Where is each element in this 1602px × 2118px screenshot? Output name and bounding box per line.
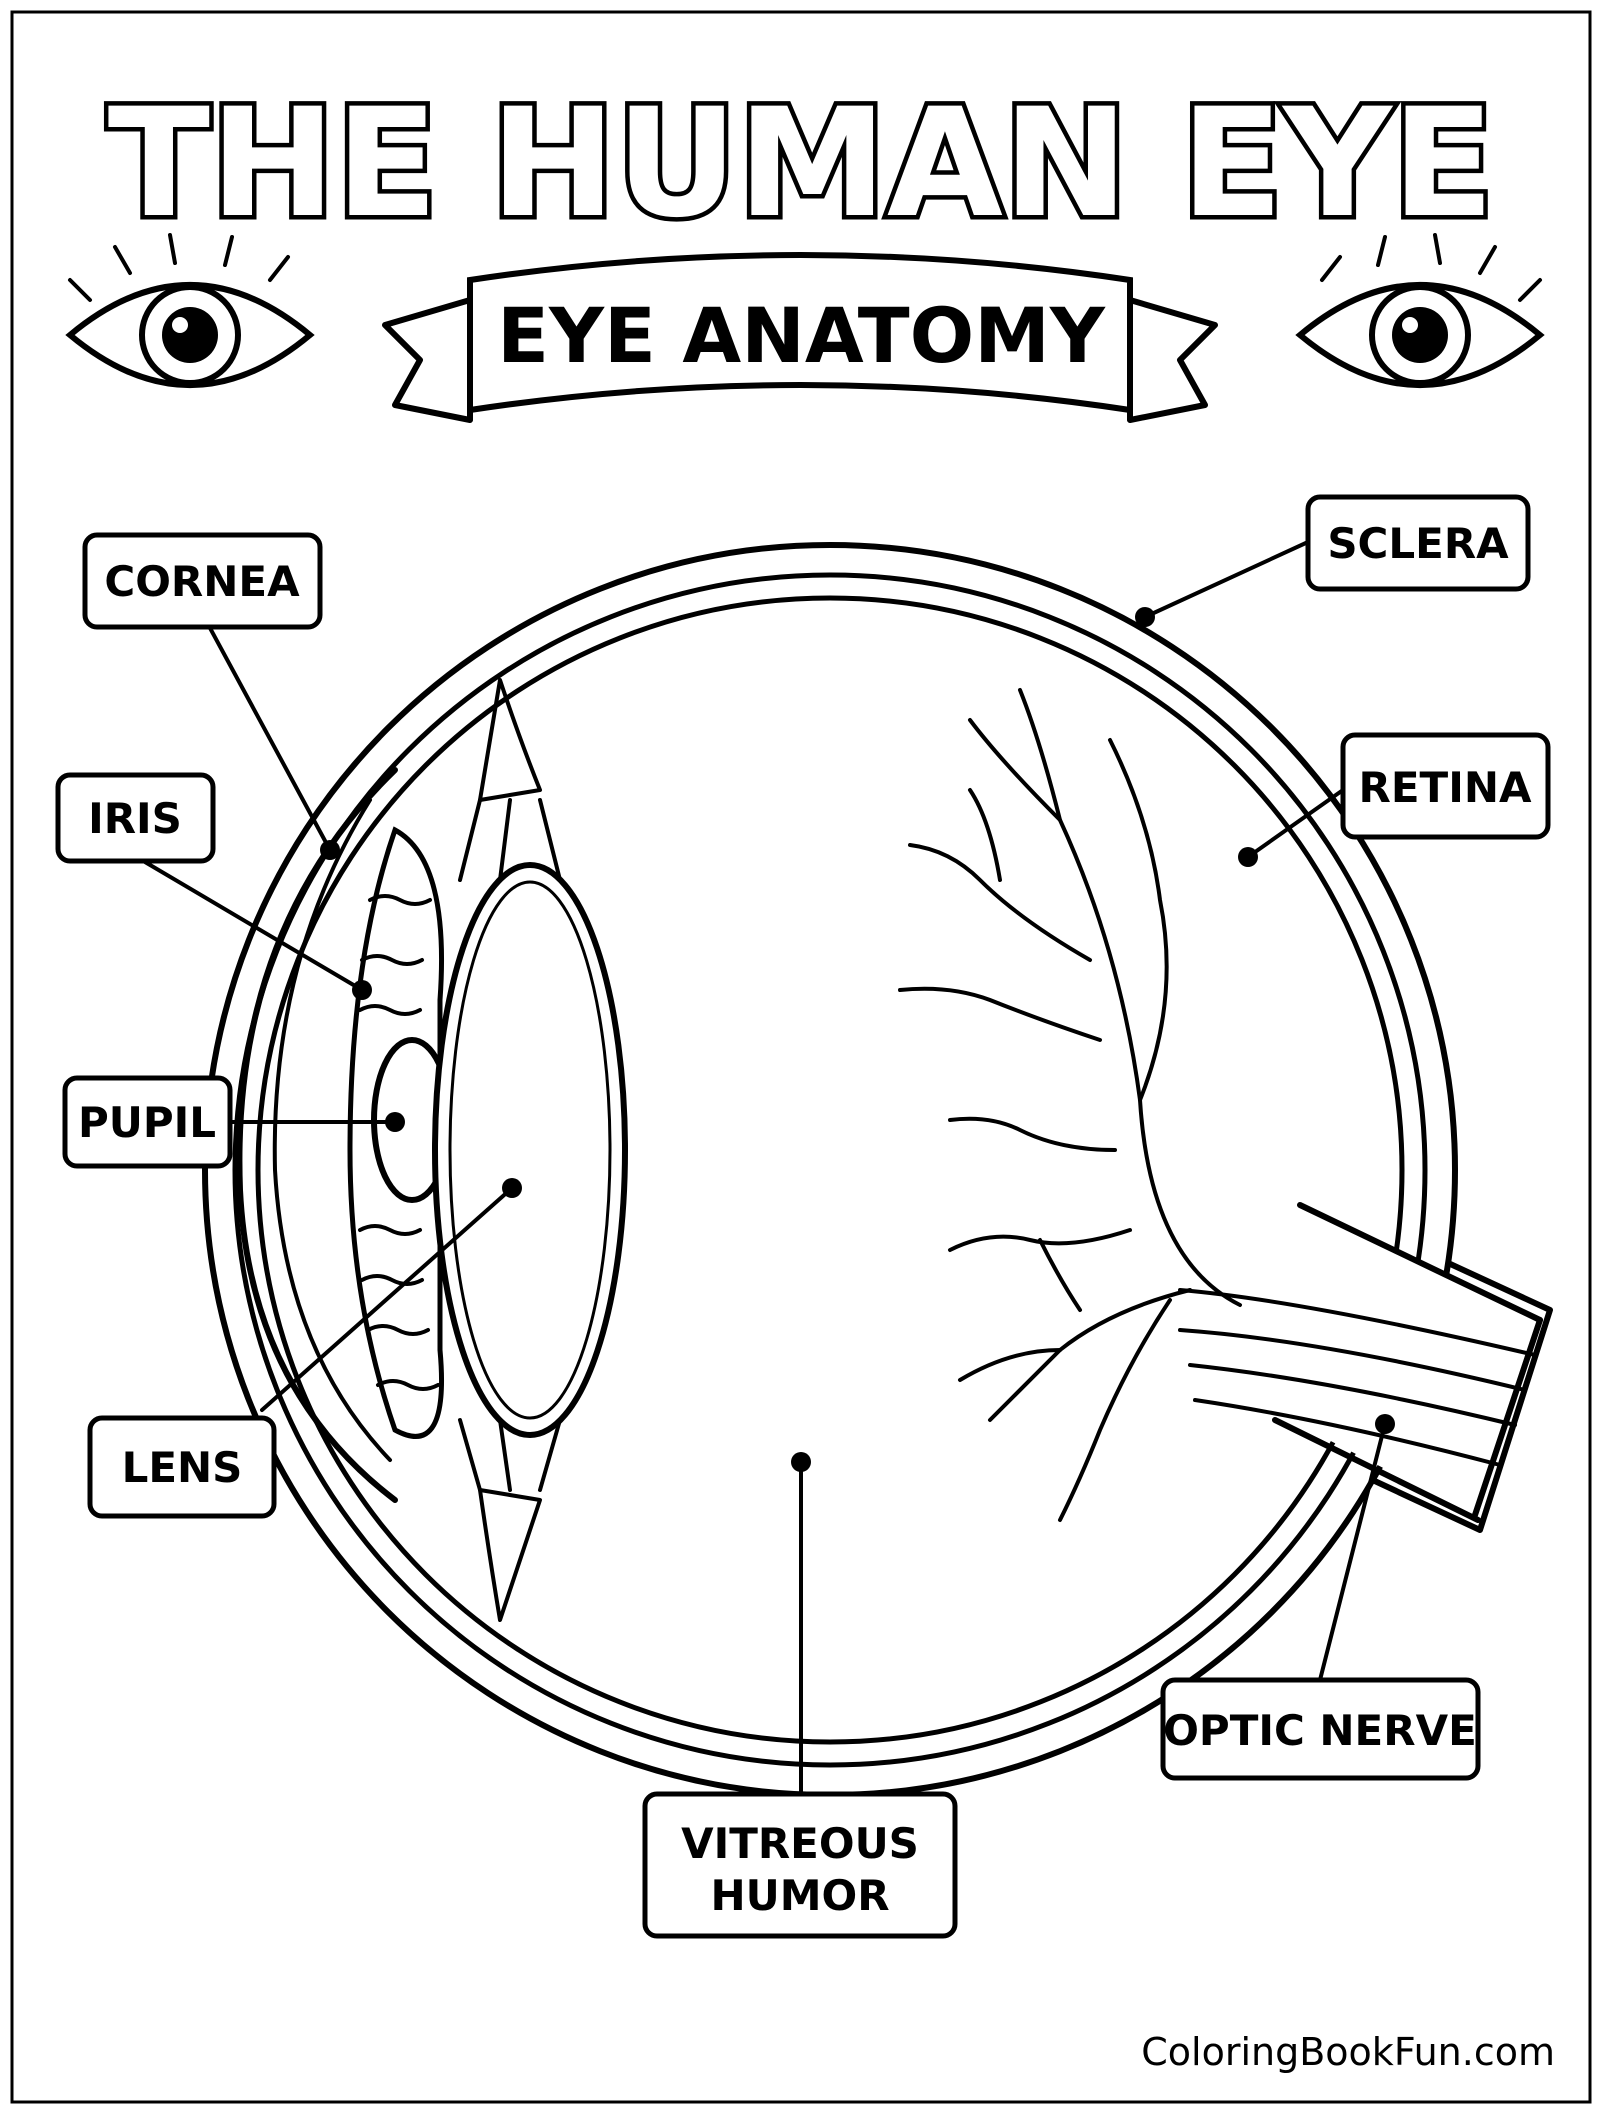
- label-vitreous-line2: HUMOR: [710, 1871, 889, 1920]
- label-vitreous-humor: VITREOUS HUMOR: [642, 1791, 958, 1939]
- label-pupil: PUPIL: [62, 1075, 233, 1169]
- label-sclera-text: SCLERA: [1327, 519, 1509, 568]
- eyeball-cross-section: [202, 542, 1553, 1798]
- label-cornea: CORNEA: [82, 532, 323, 630]
- label-pupil-text: PUPIL: [78, 1098, 216, 1147]
- eye-icon-right: [1295, 233, 1545, 388]
- label-optic-nerve: OPTIC NERVE: [1160, 1677, 1481, 1781]
- page-title: THE HUMAN EYE: [108, 77, 1495, 251]
- eye-icon-left: [65, 233, 315, 388]
- leader-lines: [143, 540, 1395, 1796]
- label-sclera: SCLERA: [1305, 494, 1531, 592]
- label-optic-nerve-text: OPTIC NERVE: [1163, 1706, 1477, 1755]
- label-lens-text: LENS: [122, 1443, 243, 1492]
- retina-blood-vessels: [898, 688, 1242, 1522]
- iris-texture: [358, 894, 440, 1391]
- banner-text: EYE ANATOMY: [497, 291, 1106, 380]
- label-retina: RETINA: [1340, 732, 1551, 840]
- banner-ribbon: EYE ANATOMY: [382, 252, 1218, 423]
- page-border: [10, 10, 1592, 2104]
- label-iris-text: IRIS: [88, 794, 182, 843]
- footer-site-name: ColoringBookFun.com: [1141, 2030, 1555, 2074]
- label-vitreous-line1: VITREOUS: [681, 1819, 919, 1868]
- label-retina-text: RETINA: [1359, 763, 1532, 812]
- lens-shape: [432, 862, 628, 1438]
- label-iris: IRIS: [55, 772, 216, 864]
- label-cornea-text: CORNEA: [104, 557, 300, 606]
- label-lens: LENS: [87, 1415, 277, 1519]
